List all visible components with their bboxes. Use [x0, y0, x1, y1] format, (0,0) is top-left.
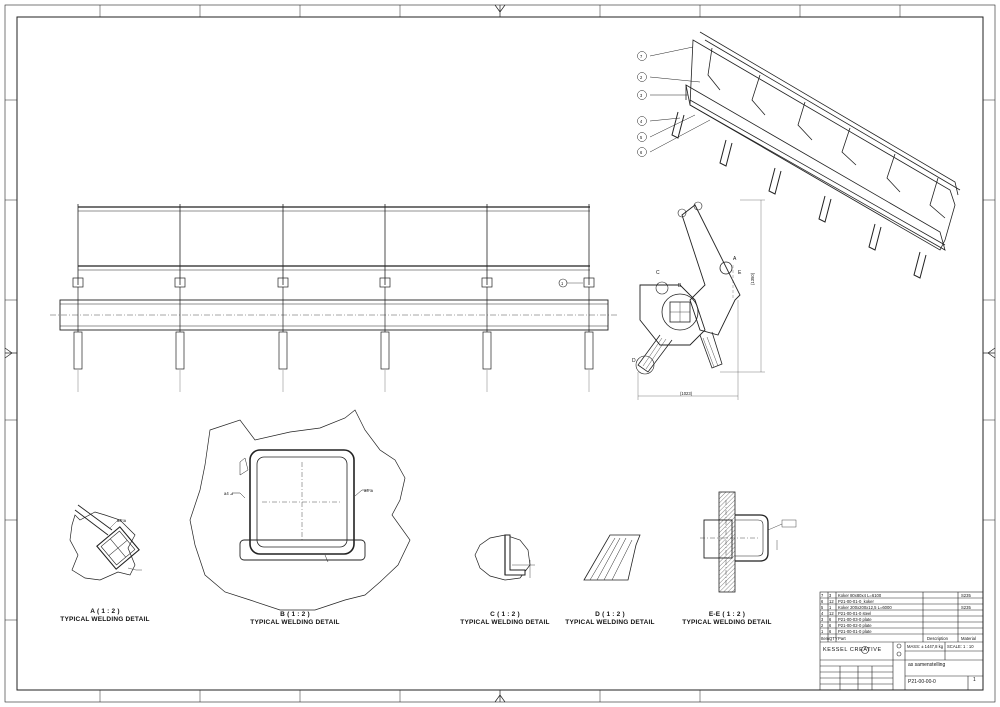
detail-a-caption: TYPICAL WELDING DETAIL [60, 616, 150, 623]
detail-d-caption: TYPICAL WELDING DETAIL [565, 619, 655, 626]
detail-ee-caption: TYPICAL WELDING DETAIL [682, 619, 772, 626]
bom-cell-qty: 12 [829, 599, 834, 604]
dimension-width: (1023) [680, 391, 693, 396]
detail-a-title: A ( 1 : 2 ) [90, 608, 120, 615]
mass-value: MASS: ± 1447,8 kg [907, 644, 944, 649]
weld-symbol-b-right: a4 ⊿ [364, 488, 374, 493]
isometric-view [637, 31, 961, 279]
detail-c-view [474, 534, 535, 581]
scale-value: SCALE: 1 : 10 [947, 644, 974, 649]
detail-c-label: C ( 1 : 2 ) TYPICAL WELDING DETAIL [450, 611, 560, 627]
drawing-title: as samenstelling [908, 662, 946, 668]
marker-c: C [656, 270, 660, 276]
bom-cell-material: S235 [961, 593, 971, 598]
bom-cell-qty: 6 [829, 617, 832, 622]
bom-cell-part: Koker 80x80x4 L=6100 [838, 593, 882, 598]
dimension-height: (1350) [750, 272, 755, 285]
detail-a-view [69, 504, 142, 581]
sheet-number: 1 [973, 677, 976, 683]
bom-cell-qty: 12 [829, 611, 834, 616]
bom-cell-part: P21-00-01-0 plate [838, 629, 872, 634]
bom-header-qty: QTY [829, 636, 838, 641]
bom-cell-material: S235 [961, 605, 971, 610]
bom-cell-item: 5 [821, 605, 824, 610]
centering-marks [4, 4, 996, 703]
weld-symbol-b-left: a4 ⊿ [224, 491, 234, 496]
bom-cell-item: 2 [821, 623, 824, 628]
detail-d-title: D ( 1 : 2 ) [595, 611, 625, 618]
bom-cell-part: P21-00-01-0_koker [838, 599, 874, 604]
bom-cell-item: 1 [821, 629, 824, 634]
balloon-1: 1 [561, 281, 564, 286]
bom-cell-part: Koker 200x200x12,5 L=6000 [838, 605, 892, 610]
side-view [635, 199, 765, 400]
marker-a: A [733, 256, 737, 262]
detail-c-caption: TYPICAL WELDING DETAIL [460, 619, 550, 626]
detail-b-title: B ( 1 : 2 ) [280, 611, 310, 618]
zone-ticks [5, 5, 995, 702]
bom-cell-qty: 3 [829, 593, 832, 598]
detail-ee-view [700, 491, 797, 593]
drawing-number: P21-00-00-0 [908, 679, 936, 685]
bom-header-item: Item [821, 636, 830, 641]
marker-d: D [632, 358, 636, 364]
title-block-frame [819, 591, 984, 691]
detail-b-caption: TYPICAL WELDING DETAIL [250, 619, 340, 626]
detail-ee-title: E-E ( 1 : 2 ) [708, 611, 746, 618]
detail-b-label: B ( 1 : 2 ) TYPICAL WELDING DETAIL [240, 611, 350, 627]
balloon-4: 4 [640, 119, 643, 124]
detail-b-view [189, 409, 411, 611]
balloon-7: 7 [640, 54, 643, 59]
front-view [50, 204, 618, 392]
bom-cell-part: P21-00-02-0 plate [838, 623, 872, 628]
bom-header-description: Description [927, 636, 948, 641]
bom-cell-qty: 1 [829, 605, 832, 610]
company-logo: KESSEL CREATIVE [823, 647, 882, 653]
balloon-3: 3 [640, 93, 643, 98]
bom-cell-part: P21-00-03-0 plate [838, 617, 872, 622]
detail-a-label: A ( 1 : 2 ) TYPICAL WELDING DETAIL [50, 608, 160, 624]
marker-e: E [738, 270, 742, 276]
bom-cell-item: 3 [821, 617, 824, 622]
balloon-6: 6 [640, 150, 643, 155]
weld-symbol-a: a4 ⊿ [117, 518, 127, 523]
bom-cell-item: 6 [821, 599, 824, 604]
detail-ee-label: E-E ( 1 : 2 ) TYPICAL WELDING DETAIL [672, 611, 782, 627]
balloon-2: 2 [640, 75, 643, 80]
detail-d-view [583, 534, 641, 581]
balloon-5: 5 [640, 135, 643, 140]
detail-d-label: D ( 1 : 2 ) TYPICAL WELDING DETAIL [555, 611, 665, 627]
bom-header-part: Part [838, 636, 846, 641]
bom-header-material: Material [961, 636, 976, 641]
bom-cell-qty: 6 [829, 629, 832, 634]
detail-c-title: C ( 1 : 2 ) [490, 611, 520, 618]
bom-cell-item: 7 [821, 593, 824, 598]
marker-b: B [678, 283, 682, 289]
bom-cell-item: 4 [821, 611, 824, 616]
bom-cell-part: P21-00-01-0 steel [838, 611, 872, 616]
bom-cell-qty: 6 [829, 623, 832, 628]
